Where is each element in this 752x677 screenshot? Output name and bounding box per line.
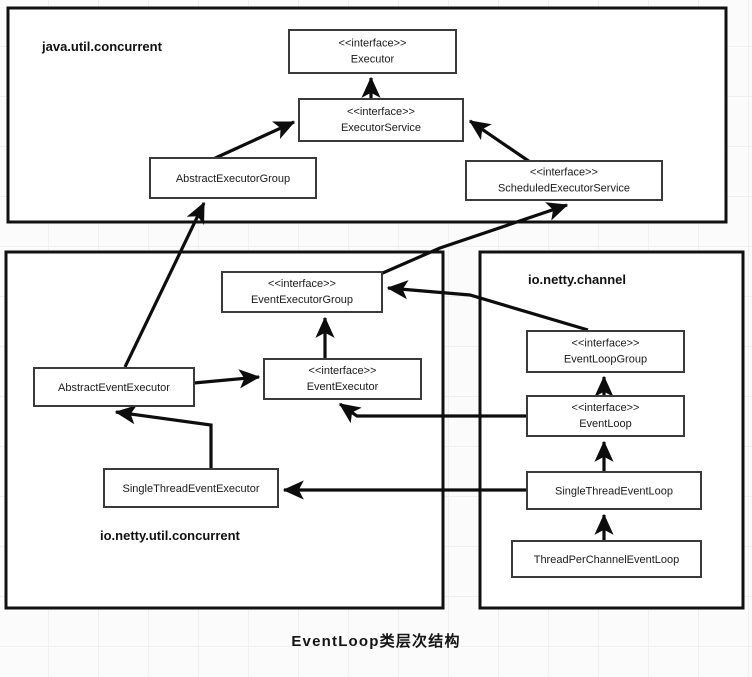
class-name-label: ScheduledExecutorService	[498, 182, 630, 194]
class-box-executor-service[interactable]: <<interface>> ExecutorService	[298, 98, 464, 142]
class-box-abstract-executor-group[interactable]: AbstractExecutorGroup	[149, 157, 317, 199]
class-name-label: EventLoop	[579, 418, 632, 430]
class-name-label: SingleThreadEventLoop	[555, 485, 673, 497]
class-box-outline	[149, 157, 317, 199]
edge-singlethreadeventexecutor-to-abstracteventexecutor	[114, 405, 213, 468]
edge-eventloopgroup-to-eventexecutorgroup	[386, 280, 589, 332]
class-box-single-thread-event-executor[interactable]: SingleThreadEventExecutor	[103, 468, 279, 508]
inheritance-edges-layer	[114, 76, 614, 540]
class-name-label: AbstractEventExecutor	[58, 382, 170, 394]
class-box-event-loop-group[interactable]: <<interface>> EventLoopGroup	[526, 330, 685, 373]
stereotype-label: <<interface>>	[572, 337, 640, 349]
edge-abstractexecutorgroup-to-executorservice	[210, 120, 296, 162]
stereotype-label: <<interface>>	[530, 166, 598, 178]
package-labels-layer: java.util.concurrent io.netty.util.concur…	[41, 39, 626, 543]
class-name-label: SingleThreadEventExecutor	[123, 483, 260, 495]
class-box-outline	[221, 271, 383, 313]
stereotype-label: <<interface>>	[268, 278, 336, 290]
package-label-io-netty-util-concurrent: io.netty.util.concurrent	[100, 528, 241, 543]
stereotype-label: <<interface>>	[347, 106, 415, 118]
class-name-label: Executor	[351, 53, 395, 65]
class-name-label: AbstractExecutorGroup	[176, 173, 290, 185]
class-name-label: EventExecutorGroup	[251, 294, 353, 306]
edge-eventexecutorgroup-to-scheduledexecutorservice	[377, 202, 569, 277]
class-box-outline	[526, 471, 702, 510]
edge-scheduledexecutorservice-to-executorservice	[468, 119, 531, 164]
edge-abstracteventexecutor-to-abstractexecutorgroup	[123, 201, 206, 368]
class-box-outline	[263, 358, 422, 400]
class-box-thread-per-channel-event-loop[interactable]: ThreadPerChannelEventLoop	[511, 540, 702, 578]
stereotype-label: <<interface>>	[572, 402, 640, 414]
stereotype-label: <<interface>>	[309, 365, 377, 377]
class-boxes-layer: <<interface>> Executor <<interface>> Execut…	[33, 29, 702, 578]
class-box-scheduled-executor-service[interactable]: <<interface>> ScheduledExecutorService	[465, 160, 663, 201]
class-box-outline	[465, 160, 663, 201]
class-name-label: EventExecutor	[307, 381, 379, 393]
package-label-io-netty-channel: io.netty.channel	[528, 272, 626, 287]
class-box-outline	[103, 468, 279, 508]
class-box-outline	[526, 330, 685, 373]
class-name-label: ExecutorService	[341, 122, 421, 134]
class-box-executor[interactable]: <<interface>> Executor	[288, 29, 457, 74]
class-box-event-loop[interactable]: <<interface>> EventLoop	[526, 395, 685, 437]
class-name-label: EventLoopGroup	[564, 353, 647, 365]
class-box-outline	[288, 29, 457, 74]
class-box-outline	[33, 367, 195, 407]
package-label-java-util-concurrent: java.util.concurrent	[41, 39, 163, 54]
edge-abstracteventexecutor-to-eventexecutor	[193, 369, 261, 389]
class-box-abstract-event-executor[interactable]: AbstractEventExecutor	[33, 367, 195, 407]
class-box-outline	[511, 540, 702, 578]
edge-eventloop-to-eventexecutor	[338, 402, 527, 424]
class-name-label: ThreadPerChannelEventLoop	[534, 554, 680, 566]
figure-caption: EventLoop类层次结构	[291, 633, 461, 650]
class-box-event-executor[interactable]: <<interface>> EventExecutor	[263, 358, 422, 400]
class-box-outline	[526, 395, 685, 437]
class-box-single-thread-event-loop[interactable]: SingleThreadEventLoop	[526, 471, 702, 510]
class-box-event-executor-group[interactable]: <<interface>> EventExecutorGroup	[221, 271, 383, 313]
class-box-outline	[298, 98, 464, 142]
stereotype-label: <<interface>>	[339, 37, 407, 49]
